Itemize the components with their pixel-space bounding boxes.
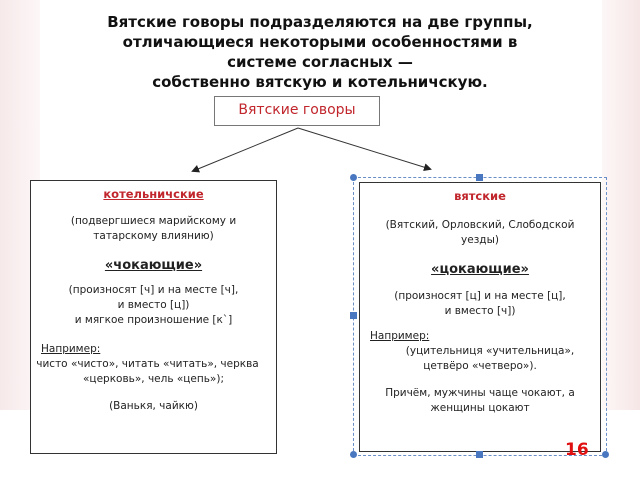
example-label: Например: (370, 330, 430, 342)
title-line: собственно вятскую и котельничскую. (152, 73, 488, 91)
box-text: Причём, мужчины чаще чокают, а (385, 387, 575, 399)
box-text: (Вятский, Орловский, Слободской (385, 219, 575, 231)
title-line: Вятские говоры подразделяются на две гру… (107, 13, 533, 31)
vyatka-box[interactable]: вятские (Вятский, Орловский, Слободской … (359, 182, 601, 452)
box-text: (произносят [ч] и на месте [ч], (68, 284, 239, 296)
box-text: уезды) (461, 234, 499, 246)
box-text: «церковь», чель «цепь»); (83, 373, 224, 385)
example-label: Например: (41, 343, 101, 355)
box-type: «цокающие» (431, 262, 529, 277)
resize-handle[interactable] (350, 451, 357, 458)
resize-handle[interactable] (602, 451, 609, 458)
box-text: (Ванькя, чайкю) (109, 400, 198, 412)
slide-title: Вятские говоры подразделяются на две гру… (40, 12, 600, 92)
root-box[interactable]: Вятские говоры (214, 96, 380, 126)
arrow-right (297, 127, 432, 172)
box-text: цетвёро «четверо»). (423, 360, 537, 372)
title-line: отличающиеся некоторыми особенностями в (122, 33, 518, 51)
box-text: татарскому влиянию) (93, 230, 214, 242)
box-heading: вятские (454, 189, 506, 203)
right-edge-decoration (602, 0, 640, 410)
resize-handle[interactable] (350, 174, 357, 181)
box-type: «чокающие» (104, 258, 203, 273)
title-line: системе согласных — (227, 53, 413, 71)
box-text: (уцительниця «учительница», (405, 345, 575, 357)
box-heading: котельничские (103, 187, 204, 201)
box-text: (произносят [ц] и на месте [ц], (394, 290, 566, 302)
resize-handle[interactable] (476, 451, 483, 458)
slide-number: 16 (565, 440, 589, 460)
root-label: Вятские говоры (238, 102, 356, 118)
box-text: и вместо [ч]) (444, 305, 516, 317)
box-text: (подвергшиеся марийскому и (70, 215, 237, 227)
box-text: и мягкое произношение [к`] (74, 314, 233, 326)
kotelnich-box[interactable]: котельничские (подвергшиеся марийскому и… (30, 180, 277, 454)
box-text: женщины цокают (430, 402, 530, 414)
box-text: и вместо [ц]) (117, 299, 190, 311)
arrow-left (191, 127, 299, 173)
resize-handle[interactable] (476, 174, 483, 181)
resize-handle[interactable] (350, 312, 357, 319)
box-text: чисто «чисто», читать «читать», черква (36, 358, 259, 370)
